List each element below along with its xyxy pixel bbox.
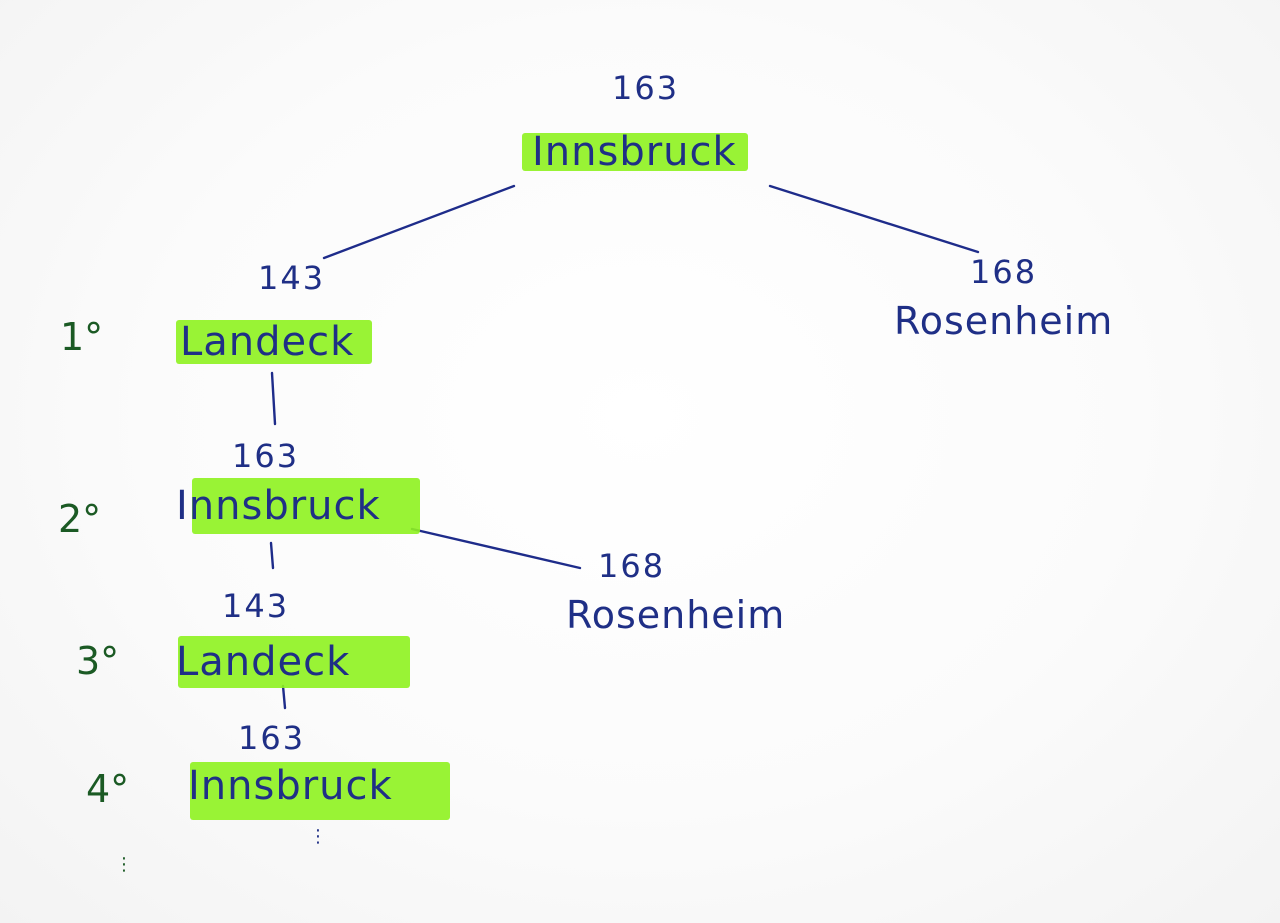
root-child-rosenheim-name: Rosenheim [894, 299, 1114, 343]
step-3-highlight [178, 636, 410, 688]
step-3-name: Landeck [176, 639, 351, 685]
link-step2-rosenheim [410, 527, 582, 570]
step-1-highlight [176, 320, 372, 364]
step-4-label: 4° [86, 767, 130, 811]
root-child-landeck-value: 143 [258, 259, 326, 297]
root-child-rosenheim-value: 168 [970, 253, 1038, 291]
link-step2-step3 [269, 541, 275, 570]
step-4-highlight [190, 762, 450, 820]
step-1-label: 1° [60, 315, 104, 359]
step-4-value: 163 [238, 719, 306, 757]
step-1-name: Landeck [180, 319, 355, 365]
step-4-name: Innsbruck [188, 763, 393, 809]
step-2-label: 2° [58, 497, 102, 541]
root-name: Innsbruck [532, 129, 737, 175]
step-3-label: 3° [76, 639, 120, 683]
root-highlight [522, 133, 748, 171]
step-2-highlight [192, 478, 420, 534]
link-step3-step4 [281, 684, 287, 710]
steps-continuation-dots: ⋮ [115, 854, 133, 875]
step-2-branch-value: 168 [598, 547, 666, 585]
link-root-landeck [322, 184, 516, 260]
step-2-branch-name: Rosenheim [566, 593, 786, 637]
root-value: 163 [612, 69, 680, 107]
step-2-name: Innsbruck [176, 483, 381, 529]
step-3-value: 143 [222, 587, 290, 625]
link-root-rosenheim [768, 184, 980, 254]
link-step1-step2 [270, 371, 277, 426]
tree-continuation-dots: ⋮ [309, 826, 327, 847]
step-2-value: 163 [232, 437, 300, 475]
